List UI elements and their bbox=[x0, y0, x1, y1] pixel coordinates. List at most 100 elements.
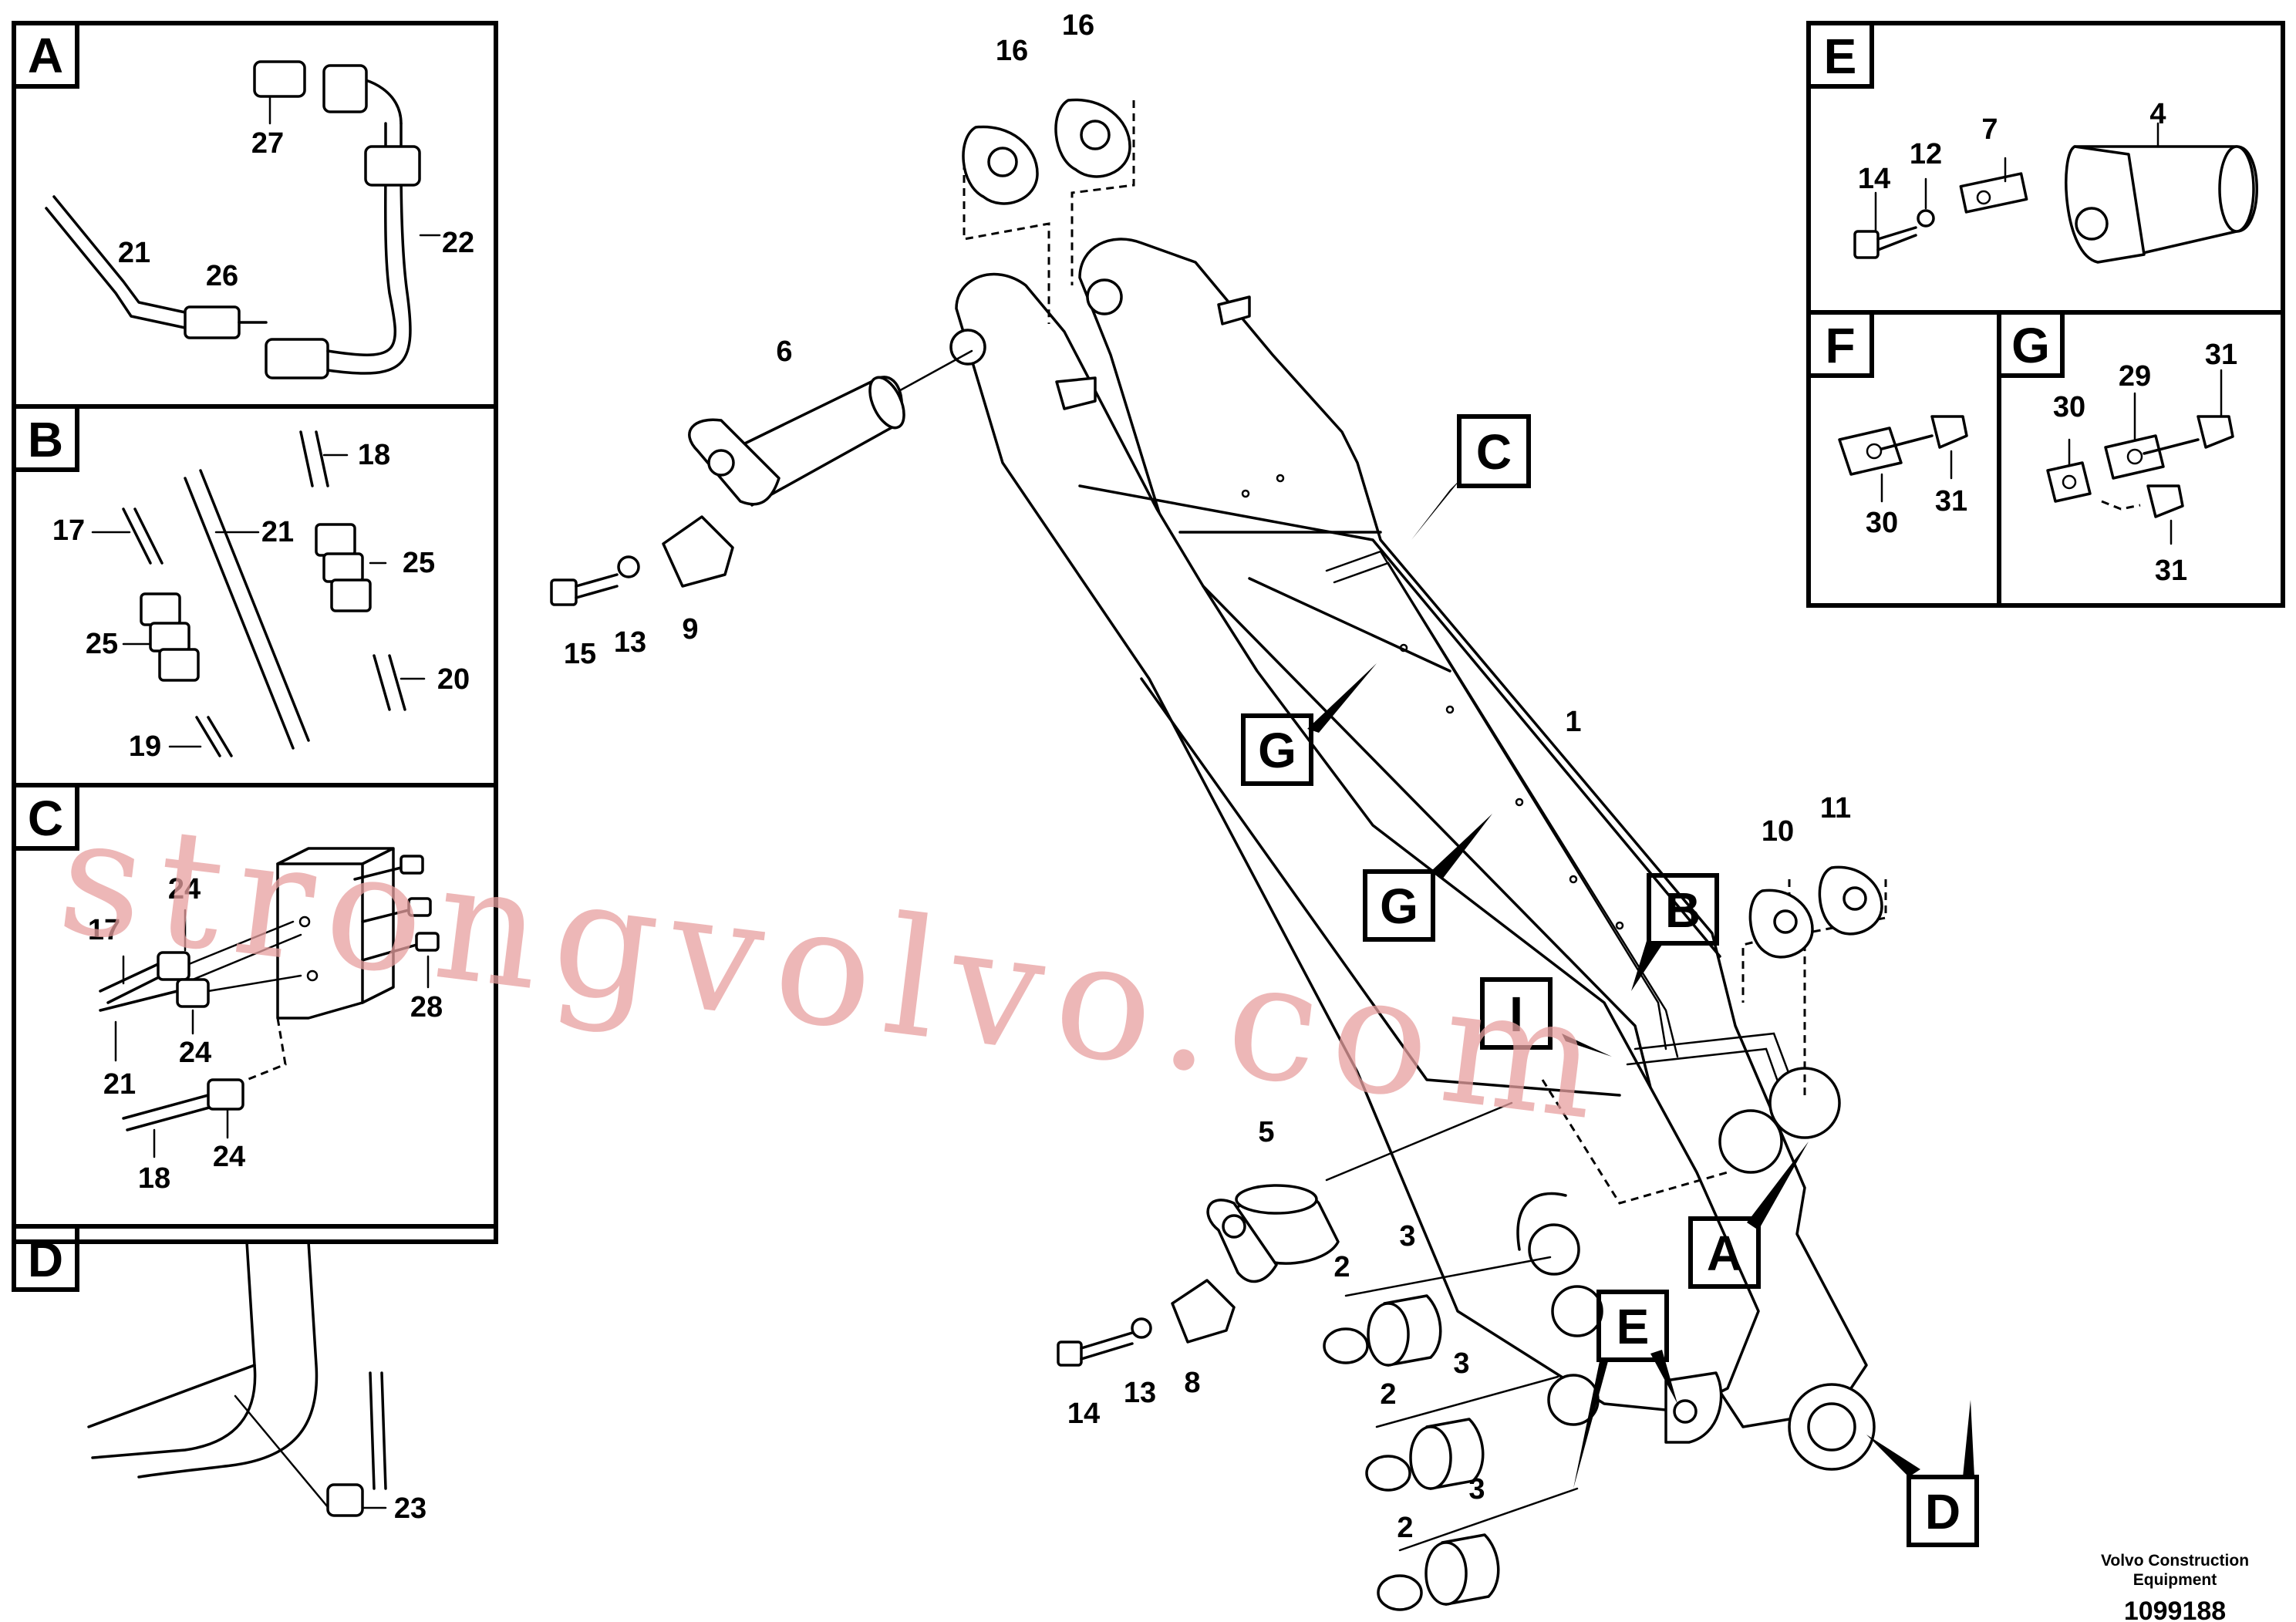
panel-a-hose-drawing bbox=[45, 60, 441, 379]
part-number-label: 18 bbox=[138, 1162, 170, 1195]
panel-d-letter-box bbox=[12, 1224, 79, 1292]
part-number-label: 27 bbox=[251, 127, 284, 160]
panel-b-letter-box bbox=[12, 404, 79, 472]
panel-g-letter-box bbox=[1997, 310, 2065, 378]
callout-box bbox=[1363, 869, 1435, 942]
part-number-label: 26 bbox=[206, 260, 238, 292]
part-number-label: 25 bbox=[403, 547, 435, 579]
part-number-label: 29 bbox=[2119, 360, 2151, 393]
part-number-label: 7 bbox=[1981, 113, 1998, 146]
detail-panels-left bbox=[12, 21, 498, 1244]
part-number-label: 1 bbox=[1565, 706, 1581, 738]
bushing-set-3 bbox=[1377, 1533, 1500, 1611]
panel-e: E 14 12 7 4 bbox=[1806, 21, 2258, 264]
callout-a: A bbox=[1688, 1141, 1809, 1289]
callout-box bbox=[1480, 977, 1553, 1050]
callout-letter: D bbox=[1925, 1484, 1961, 1539]
part-number-label: 30 bbox=[2053, 391, 2085, 423]
callout-box bbox=[1596, 1290, 1669, 1362]
fastener-set-9-13-15 bbox=[550, 515, 734, 606]
panel-d: D 23 bbox=[12, 1224, 426, 1525]
panel-a-letter: A bbox=[28, 28, 63, 83]
part-number-label: 9 bbox=[682, 613, 698, 646]
part-number-label: 13 bbox=[614, 626, 646, 659]
part-number-label: 3 bbox=[1453, 1347, 1469, 1380]
callout-b: B bbox=[1631, 873, 1719, 991]
panel-b-lines-drawing bbox=[91, 430, 426, 757]
callout-box bbox=[1647, 873, 1719, 946]
credit-line-1: Volvo Construction bbox=[2101, 1552, 2249, 1570]
part-number-label: 23 bbox=[394, 1492, 426, 1525]
panel-e-letter-box bbox=[1806, 21, 1874, 89]
callout-box bbox=[1688, 1216, 1761, 1289]
part-number-label: 21 bbox=[118, 237, 150, 269]
part-number-label: 12 bbox=[1910, 138, 1942, 170]
callout-i: I bbox=[1480, 977, 1612, 1057]
part-number-label: 6 bbox=[776, 336, 792, 368]
part-number-label: 30 bbox=[1866, 507, 1898, 539]
panel-c-letter: C bbox=[28, 791, 63, 846]
panel-g-clamp-drawing bbox=[2046, 369, 2234, 545]
fastener-set-8-13-14 bbox=[1057, 1279, 1236, 1367]
panel-e-letter: E bbox=[1824, 29, 1857, 84]
part-number-label: 16 bbox=[996, 35, 1028, 67]
part-number-label: 19 bbox=[129, 730, 161, 763]
part-number-label: 11 bbox=[1820, 792, 1851, 824]
part-number-label: 31 bbox=[2155, 555, 2187, 587]
part-number-label: 15 bbox=[564, 638, 596, 670]
callout-letter: I bbox=[1509, 986, 1523, 1042]
panel-f-letter-box bbox=[1806, 310, 1874, 378]
part-number-label: 24 bbox=[213, 1141, 245, 1173]
part-number-label: 16 bbox=[1062, 9, 1094, 42]
panel-g-letter: G bbox=[2011, 318, 2050, 373]
bushing-set-2 bbox=[1365, 1418, 1485, 1492]
panel-e-pin-drawing bbox=[1853, 122, 2258, 264]
panel-c-junction-block-drawing bbox=[99, 847, 440, 1158]
callout-d: D bbox=[1866, 1400, 1979, 1547]
part-number-label: 13 bbox=[1124, 1377, 1156, 1409]
callout-letter: G bbox=[1380, 878, 1418, 934]
part-number-label: 22 bbox=[442, 227, 474, 259]
callout-letter: G bbox=[1258, 723, 1296, 778]
part-number-label: 20 bbox=[437, 663, 470, 696]
callout-letter: E bbox=[1617, 1299, 1650, 1354]
pin-5 bbox=[1206, 1184, 1340, 1283]
panel-a: A 27 22 21 26 bbox=[12, 21, 474, 379]
part-number-label: 21 bbox=[261, 516, 294, 548]
part-number-label: 17 bbox=[52, 514, 85, 547]
callout-box bbox=[1241, 713, 1313, 786]
panel-f-clamp-drawing bbox=[1838, 415, 1968, 503]
callout-c: C bbox=[1411, 414, 1531, 540]
panel-b-letter: B bbox=[28, 412, 63, 467]
part-number-label: 2 bbox=[1333, 1251, 1350, 1283]
part-number-label: 5 bbox=[1258, 1116, 1274, 1148]
bushing-set-1 bbox=[1323, 1294, 1442, 1367]
part-number-label: 17 bbox=[88, 914, 120, 946]
part-number-label: 14 bbox=[1067, 1398, 1100, 1430]
pin-6 bbox=[688, 376, 905, 507]
part-number-label: 3 bbox=[1399, 1220, 1415, 1253]
part-number-label: 10 bbox=[1762, 815, 1794, 848]
part-number-label: 2 bbox=[1380, 1378, 1396, 1411]
part-number-label: 25 bbox=[86, 628, 118, 660]
callout-letter: B bbox=[1665, 882, 1701, 938]
panel-c-letter-box bbox=[12, 783, 79, 851]
part-number-label: 24 bbox=[179, 1037, 211, 1069]
part-number-label: 21 bbox=[103, 1068, 136, 1101]
part-number-label: 14 bbox=[1858, 163, 1890, 195]
callout-g-1: G bbox=[1241, 663, 1377, 786]
panel-b: B 18 17 21 25 25 20 19 bbox=[12, 404, 470, 763]
callout-e: E bbox=[1573, 1290, 1677, 1489]
document-id: 1099188 bbox=[2124, 1597, 2226, 1622]
part-number-label: 4 bbox=[2149, 98, 2166, 130]
part-number-label: 2 bbox=[1397, 1512, 1413, 1544]
panel-d-letter: D bbox=[28, 1232, 63, 1287]
panel-f: F 30 31 bbox=[1806, 310, 1968, 539]
panel-g: G 29 31 30 31 bbox=[1997, 310, 2237, 587]
panel-a-letter-box bbox=[12, 21, 79, 89]
washer-16-pair bbox=[962, 98, 1131, 205]
part-number-label: 28 bbox=[410, 991, 443, 1023]
part-number-label: 24 bbox=[168, 873, 201, 905]
panel-c: C 24 17 24 bbox=[12, 783, 443, 1195]
